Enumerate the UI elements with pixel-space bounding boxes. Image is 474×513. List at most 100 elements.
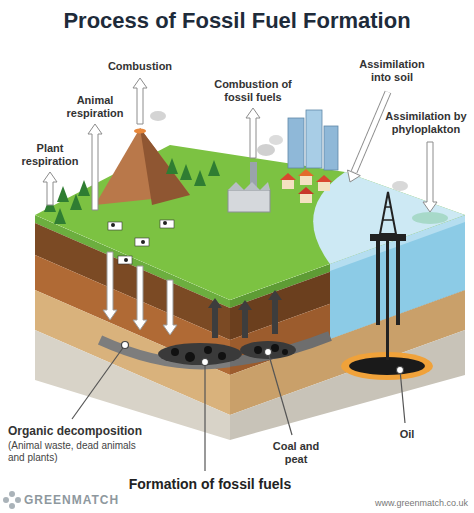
callout-label: Organic decomposition <box>8 424 168 438</box>
callout-note: (Animal waste, dead animals and plants) <box>8 440 138 464</box>
decomposition-arrows <box>103 252 177 335</box>
process-label: Assimilation by phyloplakton <box>382 110 470 136</box>
fossil-combustion-arrow <box>246 108 260 158</box>
trees <box>44 158 220 224</box>
coal-deposit <box>240 341 296 359</box>
callout-label: Oil <box>390 428 424 441</box>
leader-dot <box>122 342 129 349</box>
cows <box>108 220 174 264</box>
logo-dot <box>15 497 21 503</box>
coal-lump <box>254 346 262 354</box>
tree <box>180 164 192 180</box>
logo-dot <box>3 497 9 503</box>
house-roof <box>298 187 314 194</box>
coal-lump <box>185 352 195 362</box>
down-arrow <box>163 280 177 335</box>
house-roof <box>316 175 332 182</box>
process-label: Combustion of fossil fuels <box>208 78 298 104</box>
up-arrow <box>208 298 222 338</box>
leader-dots <box>122 342 404 374</box>
logo-dot <box>9 503 15 509</box>
callout-label: Coal and peat <box>266 440 326 466</box>
cow-spot <box>141 240 145 244</box>
tree <box>166 158 178 174</box>
process-label: Combustion <box>100 60 180 73</box>
rock-layer <box>230 330 465 470</box>
greenmatch-logo <box>3 491 21 509</box>
tree <box>57 186 69 202</box>
smoke <box>257 144 275 156</box>
coal-lump <box>271 344 279 352</box>
cow <box>108 222 122 230</box>
tower <box>306 110 322 168</box>
coal-deposit <box>158 343 242 365</box>
derrick-brace <box>385 206 391 208</box>
cow-spot <box>111 223 115 227</box>
leader-lines <box>72 345 405 471</box>
cow <box>160 220 174 228</box>
smoke <box>150 111 166 121</box>
leader-line <box>400 370 405 423</box>
tower <box>288 118 304 168</box>
derrick-brace <box>383 219 393 221</box>
cow-spot <box>163 221 167 225</box>
coal-lump <box>171 348 179 356</box>
house <box>318 182 330 191</box>
house <box>282 180 294 189</box>
process-label: Animal respiration <box>60 94 130 120</box>
watermark-url: www.greenmatch.co.uk <box>320 498 468 509</box>
smoke <box>269 135 283 145</box>
watermark: GREENMATCH <box>24 493 144 507</box>
process-label: Assimilation into soil <box>350 58 434 84</box>
tree <box>54 208 66 224</box>
soil-assimilation-arrowhead <box>348 170 361 182</box>
cow-spot <box>124 258 128 262</box>
mountain <box>95 128 190 205</box>
leader-line <box>204 362 205 471</box>
diagram-title: Process of Fossil Fuel Formation <box>0 8 474 34</box>
process-arrows <box>43 78 437 212</box>
phytoplankton-patch <box>412 212 448 224</box>
house <box>300 194 312 203</box>
soil-assimilation-arrow <box>354 92 388 172</box>
house-roof <box>298 169 314 176</box>
coal-lump <box>282 349 288 355</box>
rig-platform <box>370 234 406 241</box>
logo-dot <box>9 491 15 497</box>
derrick <box>380 192 396 234</box>
up-arrow <box>238 300 252 338</box>
land-surface <box>35 145 465 300</box>
rig-leg <box>376 240 380 325</box>
tree <box>78 180 90 196</box>
extraction-arrows <box>208 290 282 338</box>
up-arrow <box>268 290 282 334</box>
factory-roof <box>228 182 270 190</box>
tree <box>194 170 206 186</box>
down-arrow <box>133 266 147 330</box>
house <box>300 176 312 185</box>
leader-line <box>72 345 125 419</box>
leader-dot <box>397 367 404 374</box>
crater <box>134 129 146 134</box>
oil-rig <box>370 181 408 360</box>
tree <box>208 160 220 176</box>
sea-surface <box>313 172 465 264</box>
leader-line <box>268 352 292 435</box>
animal-respiration-arrow <box>88 124 102 210</box>
down-arrow <box>103 252 117 320</box>
coal-lump <box>204 346 212 354</box>
cow <box>118 256 132 264</box>
smoke <box>392 181 408 191</box>
tree <box>70 194 82 210</box>
house-roof <box>280 173 296 180</box>
coal-seam-right <box>228 336 330 362</box>
drill-pipe <box>386 240 389 360</box>
tower <box>324 126 338 170</box>
combustion-arrow <box>133 78 147 124</box>
city <box>280 110 338 203</box>
plankton-assimilation-arrow <box>423 142 437 212</box>
callout-label: Formation of fossil fuels <box>105 476 315 493</box>
plant-respiration-arrow <box>43 172 57 205</box>
mountain-shade <box>140 128 190 205</box>
